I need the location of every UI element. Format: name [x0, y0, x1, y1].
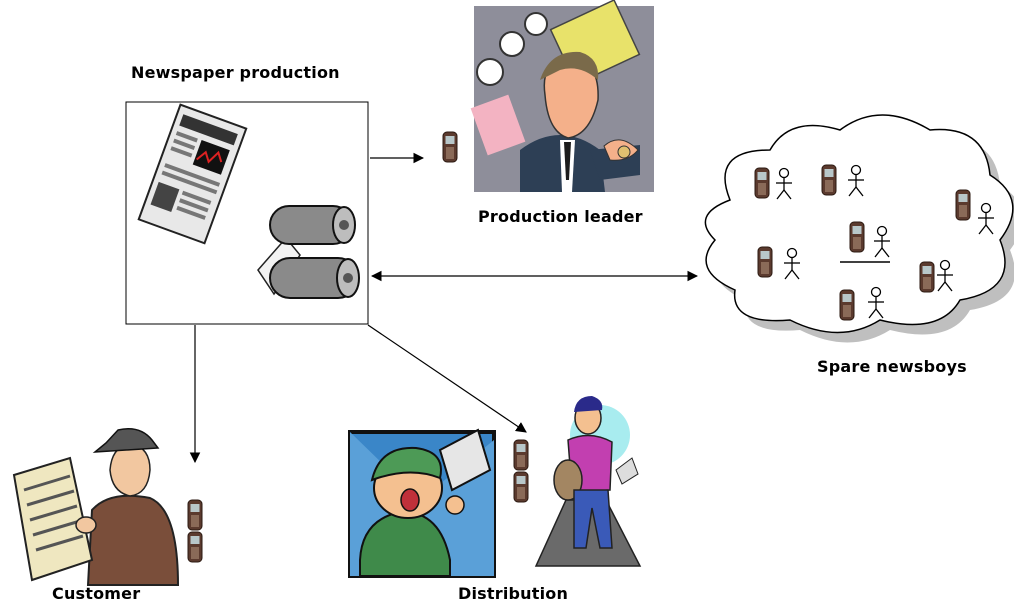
production-leader-node	[442, 0, 654, 192]
distribution-node	[348, 396, 642, 578]
mobile-phone-icon	[513, 471, 529, 503]
mobile-phone-icon	[839, 289, 855, 321]
production-leader-label: Production leader	[478, 207, 643, 226]
mobile-phone-icon	[754, 167, 770, 199]
mobile-phone-icon	[821, 164, 837, 196]
mobile-phone-icon	[849, 221, 865, 253]
distribution-label: Distribution	[458, 584, 569, 603]
newspaper-production-node	[125, 101, 369, 325]
paperboy-icon	[348, 428, 496, 578]
spare-newsboys-cloud	[704, 114, 1014, 343]
mobile-phone-icon	[513, 439, 529, 471]
newspaper-icon	[137, 103, 248, 245]
arrow-to-distribution	[367, 324, 527, 433]
mobile-phone-icon	[757, 246, 773, 278]
printing-rolls-icon	[257, 205, 360, 299]
newspaper-production-label: Newspaper production	[131, 63, 340, 82]
mobile-phone-icon	[187, 531, 203, 563]
customer-node	[12, 428, 203, 586]
reader-icon	[12, 428, 180, 586]
spare-newsboys-label: Spare newsboys	[817, 357, 967, 376]
delivery-boy-icon	[534, 396, 642, 567]
customer-label: Customer	[52, 584, 141, 603]
mobile-phone-icon	[187, 499, 203, 531]
mobile-phone-icon	[955, 189, 971, 221]
mobile-phone-icon	[442, 131, 458, 163]
mobile-phone-icon	[919, 261, 935, 293]
